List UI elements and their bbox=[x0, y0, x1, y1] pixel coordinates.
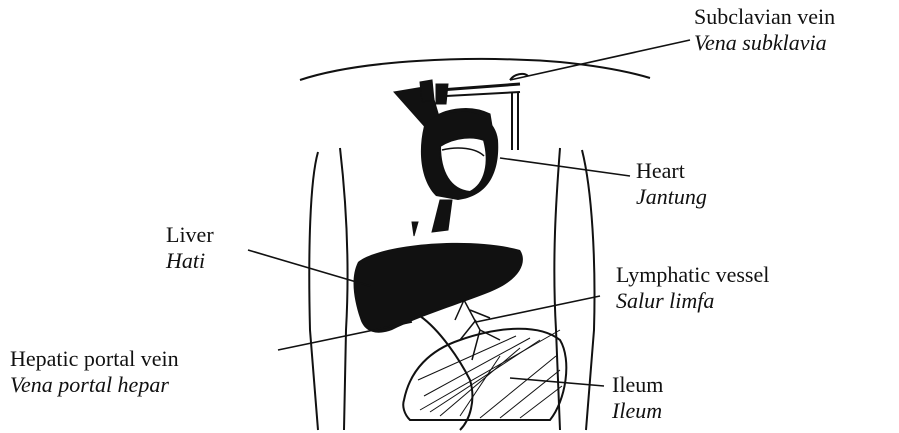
leader-lines bbox=[248, 40, 690, 386]
label-ileum-english: Ileum bbox=[612, 372, 663, 398]
label-portal-malay: Vena portal hepar bbox=[10, 372, 179, 398]
label-lymphatic-english: Lymphatic vessel bbox=[616, 262, 769, 288]
liver bbox=[354, 243, 523, 333]
label-heart-english: Heart bbox=[636, 158, 707, 184]
right-arm-outline bbox=[582, 150, 595, 430]
left-torso-outline bbox=[340, 148, 348, 430]
heart bbox=[421, 112, 498, 200]
portal-vein bbox=[420, 316, 472, 430]
label-liver-malay: Hati bbox=[166, 248, 214, 274]
label-heart: Heart Jantung bbox=[636, 158, 707, 210]
label-ileum-malay: Ileum bbox=[612, 398, 663, 424]
label-subclavian-malay: Vena subklavia bbox=[694, 30, 835, 56]
label-liver-english: Liver bbox=[166, 222, 214, 248]
label-ileum: Ileum Ileum bbox=[612, 372, 663, 424]
shoulder-line bbox=[300, 59, 650, 80]
label-lymphatic-malay: Salur limfa bbox=[616, 288, 769, 314]
label-subclavian-english: Subclavian vein bbox=[694, 4, 835, 30]
label-lymphatic: Lymphatic vessel Salur limfa bbox=[616, 262, 769, 314]
label-liver: Liver Hati bbox=[166, 222, 214, 274]
label-portal-english: Hepatic portal vein bbox=[10, 346, 179, 372]
label-heart-malay: Jantung bbox=[636, 184, 707, 210]
label-portal: Hepatic portal vein Vena portal hepar bbox=[10, 346, 179, 398]
label-subclavian: Subclavian vein Vena subklavia bbox=[694, 4, 835, 56]
ileum bbox=[403, 329, 566, 420]
leader-heart bbox=[500, 158, 630, 176]
left-arm-outline bbox=[309, 152, 318, 430]
leader-lymphatic bbox=[476, 296, 600, 322]
lymphatic-tree bbox=[455, 300, 500, 360]
